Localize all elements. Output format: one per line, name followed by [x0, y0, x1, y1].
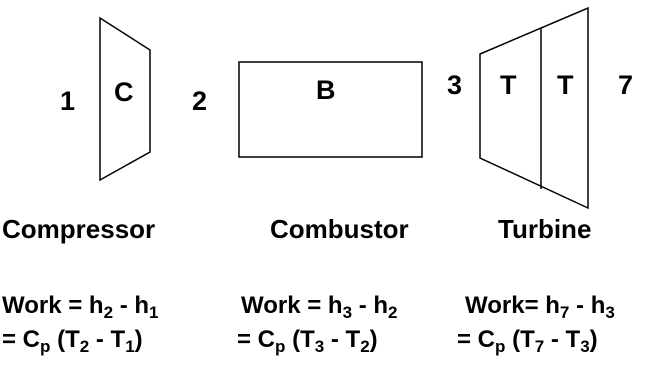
compressor-cp-equation: = Cp (T2 - T1)	[2, 326, 143, 356]
turbine-work-equation: Work= h7 - h3	[465, 292, 615, 322]
compressor-name: Compressor	[2, 214, 156, 244]
turbine-name: Turbine	[498, 214, 592, 244]
station-1: 1	[60, 86, 76, 116]
combustor-letter: B	[316, 75, 336, 105]
station-3: 3	[447, 70, 463, 100]
turbine-letter-a: T	[500, 70, 517, 100]
station-7: 7	[618, 70, 634, 100]
turbine-shape	[479, 6, 589, 210]
compressor-letter: C	[114, 77, 134, 107]
combustor-cp-equation: = Cp (T3 - T2)	[237, 326, 378, 356]
compressor-work-equation: Work = h2 - h1	[2, 292, 159, 322]
turbine-cp-equation: = Cp (T7 - T3)	[457, 326, 598, 356]
turbine-letter-b: T	[557, 70, 574, 100]
station-2: 2	[192, 86, 208, 116]
compressor-shape	[99, 16, 151, 182]
combustor-shape	[238, 61, 423, 158]
combustor-name: Combustor	[270, 214, 409, 244]
combustor-work-equation: Work = h3 - h2	[241, 292, 398, 322]
